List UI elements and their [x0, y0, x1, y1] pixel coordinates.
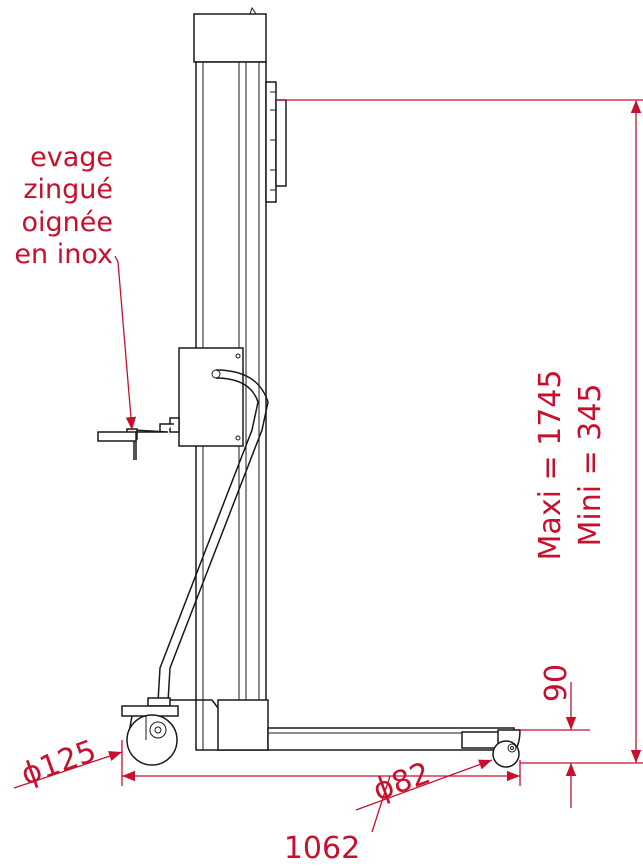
front-leg — [267, 727, 521, 759]
rear-wheel-diameter-label: ϕ125 — [17, 733, 101, 792]
mast-top-cap — [193, 13, 267, 63]
push-handle — [157, 369, 269, 703]
callout-line-3: oignée — [22, 207, 114, 238]
height-min-label: Mini = 345 — [573, 383, 608, 546]
crank-handle — [97, 423, 174, 460]
leg-height-label: 90 — [539, 664, 574, 702]
height-max-label: Maxi = 1745 — [533, 370, 568, 561]
front-wheel — [492, 740, 520, 768]
rear-caster — [121, 705, 179, 766]
callout-text: evage zingué oignée en inox — [14, 142, 113, 270]
lift-machine — [97, 6, 521, 768]
front-wheel-diameter-label: ϕ82 — [369, 756, 435, 809]
callout-line-1: evage — [30, 142, 113, 173]
callout-line-2: zingué — [23, 174, 113, 205]
dimension-lines — [13, 99, 643, 833]
winch-box — [169, 347, 244, 447]
length-label: 1062 — [284, 831, 360, 866]
base-frame — [147, 697, 269, 751]
callout-line-4: en inox — [14, 239, 113, 270]
